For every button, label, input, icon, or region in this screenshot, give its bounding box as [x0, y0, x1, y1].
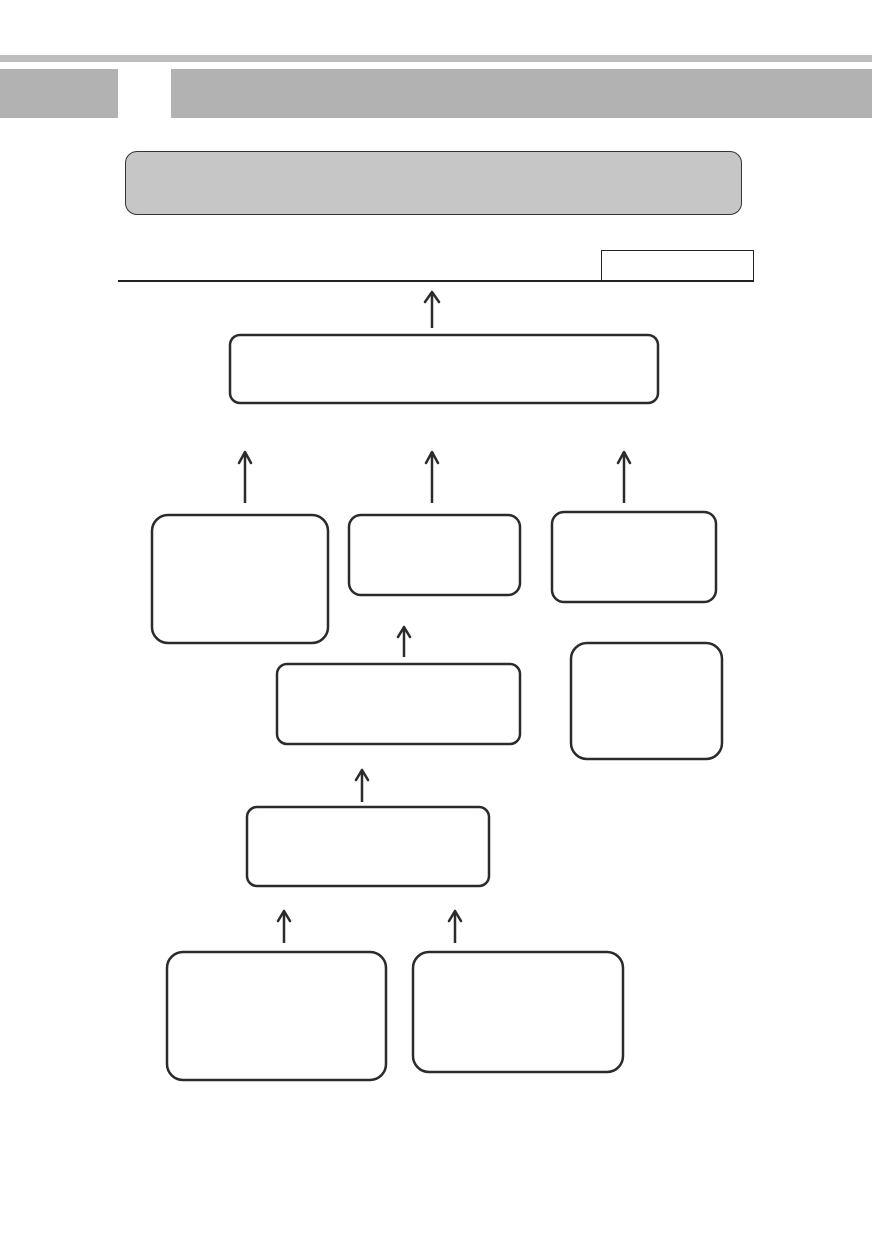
mid-center-box	[347, 513, 522, 597]
section-label-box	[601, 250, 754, 281]
bottom-left-box	[165, 950, 388, 1082]
top-box	[228, 333, 660, 405]
arrow-mid-center-to-top	[424, 450, 440, 503]
banner	[125, 151, 742, 215]
center-box	[275, 662, 522, 746]
arrow-top-to-rule	[423, 290, 441, 328]
top-rule	[0, 55, 872, 62]
arrow-lower-to-center	[354, 768, 370, 802]
arrow-mid-right-to-top	[616, 450, 632, 503]
bottom-right-box	[411, 950, 625, 1074]
right-standalone-box	[569, 641, 724, 761]
mid-right-box	[550, 510, 718, 604]
arrow-bottom-right-to-lower	[447, 909, 463, 943]
header-tab	[118, 69, 171, 118]
mid-left-box	[150, 513, 330, 645]
section-rule	[118, 280, 754, 282]
arrow-bottom-left-to-lower	[276, 909, 292, 943]
lower-box	[245, 805, 491, 888]
arrow-center-to-mid-center	[396, 625, 412, 657]
arrow-mid-left-to-top	[237, 450, 253, 503]
